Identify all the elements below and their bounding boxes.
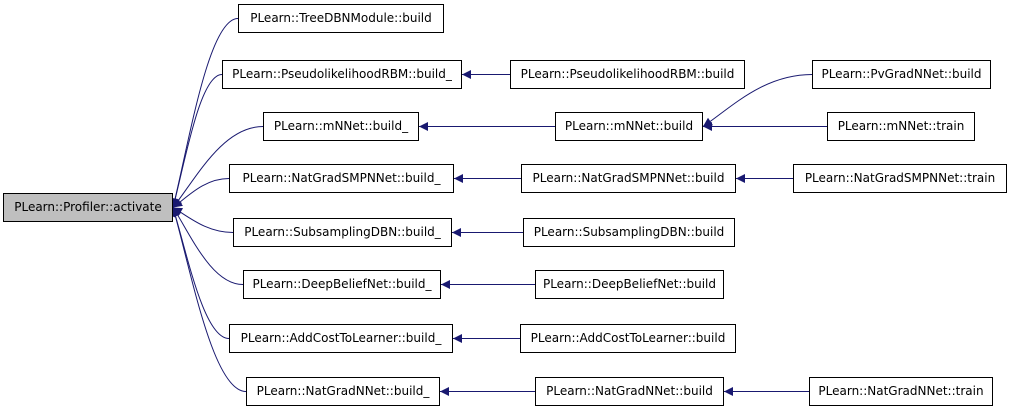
- node-mnnet-build-internal[interactable]: PLearn::mNNet::build_: [263, 112, 419, 141]
- edge-pvgrad_build-to-mnnet_build: [702, 74, 813, 127]
- node-tree-build[interactable]: PLearn::TreeDBNModule::build: [238, 4, 444, 33]
- edge-subsamp_build_-to-root: [172, 207, 234, 233]
- edge-natsmp_build_-to-root: [172, 178, 230, 208]
- node-natsmp-train[interactable]: PLearn::NatGradSMPNNet::train: [793, 164, 1007, 193]
- node-natg-build-internal[interactable]: PLearn::NatGradNNet::build_: [246, 377, 440, 406]
- node-natsmp-build[interactable]: PLearn::NatGradSMPNNet::build: [521, 164, 736, 193]
- node-addcost-build-internal[interactable]: PLearn::AddCostToLearner::build_: [229, 324, 453, 353]
- node-subsamp-build-internal[interactable]: PLearn::SubsamplingDBN::build_: [233, 218, 452, 247]
- edge-addcost_build_-to-root: [171, 207, 230, 339]
- node-deep-build-internal[interactable]: PLearn::DeepBeliefNet::build_: [243, 270, 441, 299]
- node-pseudo-build[interactable]: PLearn::PseudolikelihoodRBM::build: [510, 60, 745, 89]
- node-pvgrad-build[interactable]: PLearn::PvGradNNet::build: [812, 60, 991, 89]
- node-natg-train[interactable]: PLearn::NatGradNNet::train: [809, 377, 993, 406]
- node-pseudo-build-internal[interactable]: PLearn::PseudolikelihoodRBM::build_: [222, 60, 462, 89]
- edge-pseudo_build_-to-root: [170, 74, 223, 208]
- node-natsmp-build-internal[interactable]: PLearn::NatGradSMPNNet::build_: [229, 164, 454, 193]
- edge-natg_build_-to-root: [171, 207, 247, 392]
- node-subsamp-build[interactable]: PLearn::SubsamplingDBN::build: [523, 218, 735, 247]
- node-natg-build[interactable]: PLearn::NatGradNNet::build: [535, 377, 724, 406]
- node-mnnet-build[interactable]: PLearn::mNNet::build: [555, 112, 703, 141]
- node-addcost-build[interactable]: PLearn::AddCostToLearner::build: [520, 324, 736, 353]
- node-root: PLearn::Profiler::activate: [3, 193, 173, 222]
- node-deep-build[interactable]: PLearn::DeepBeliefNet::build: [535, 270, 724, 299]
- edge-mnnet_build_-to-root: [172, 126, 264, 208]
- node-mnnet-train[interactable]: PLearn::mNNet::train: [827, 112, 975, 141]
